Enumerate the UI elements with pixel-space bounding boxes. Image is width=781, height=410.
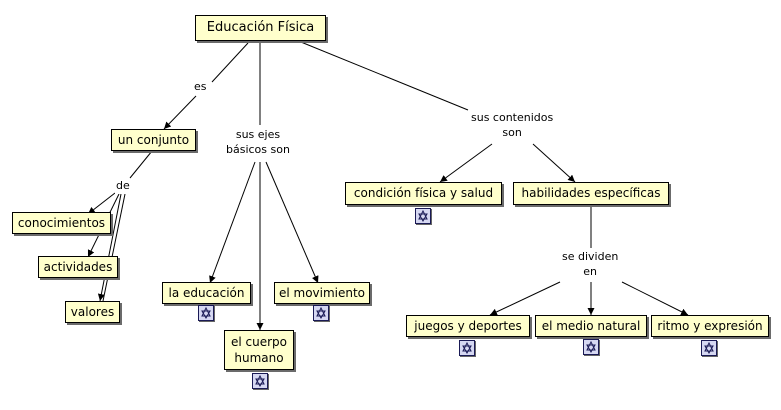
- map-resource-icon: [586, 340, 596, 354]
- map-resource-icon: [316, 306, 326, 320]
- edge-de-valores: [97, 193, 122, 302]
- resource-icon[interactable]: [198, 305, 214, 321]
- concept-conocimientos[interactable]: conocimientos: [12, 212, 111, 234]
- resource-icon[interactable]: [459, 340, 475, 356]
- edge-ejes-movimiento: [265, 161, 319, 284]
- edge-contenidos-habilidades: [532, 143, 576, 183]
- map-resource-icon: [201, 306, 211, 320]
- edge-ejes-educacion: [209, 161, 256, 284]
- link-sus-ejes: sus ejes básicos son: [225, 128, 291, 158]
- concept-ritmo-y-expresion[interactable]: ritmo y expresión: [651, 315, 769, 337]
- resource-icon[interactable]: [313, 305, 329, 321]
- concept-habilidades-especificas[interactable]: habilidades específicas: [513, 182, 669, 205]
- concept-el-medio-natural[interactable]: el medio natural: [535, 315, 647, 337]
- edge-dividen-juegos: [489, 281, 561, 316]
- link-de: de: [115, 179, 131, 194]
- map-resource-icon: [462, 341, 472, 355]
- resource-icon[interactable]: [583, 339, 599, 355]
- concept-actividades[interactable]: actividades: [38, 256, 118, 278]
- concept-condicion-fisica[interactable]: condición física y salud: [345, 182, 502, 205]
- concept-la-educacion[interactable]: la educación: [162, 282, 251, 304]
- map-resource-icon: [704, 341, 714, 355]
- concept-valores[interactable]: valores: [65, 301, 120, 323]
- map-resource-icon: [255, 374, 265, 388]
- link-se-dividen: se dividen en: [561, 250, 620, 280]
- link-es: es: [193, 80, 208, 95]
- edge-conjunto-de: [129, 150, 153, 179]
- resource-icon[interactable]: [415, 208, 431, 224]
- concept-educacion-fisica[interactable]: Educación Física: [195, 15, 326, 41]
- concept-un-conjunto[interactable]: un conjunto: [111, 129, 196, 151]
- link-sus-contenidos: sus contenidos son: [470, 111, 555, 141]
- concept-el-movimiento[interactable]: el movimiento: [274, 282, 370, 304]
- edge-dividen-ritmo: [621, 281, 689, 316]
- resource-icon[interactable]: [701, 340, 717, 356]
- edge-es-conjunto: [163, 95, 197, 130]
- resource-icon[interactable]: [252, 373, 268, 389]
- edge-contenidos-condicion: [439, 143, 493, 183]
- edge-root-contenidos: [295, 39, 469, 111]
- edge-de-conocimientos: [87, 192, 116, 215]
- edge-de-valores-2: [102, 193, 126, 302]
- edge-root-es: [211, 42, 249, 83]
- concept-el-cuerpo-humano[interactable]: el cuerpo humano: [224, 330, 294, 370]
- map-resource-icon: [418, 209, 428, 223]
- concept-juegos-y-deportes[interactable]: juegos y deportes: [406, 315, 530, 337]
